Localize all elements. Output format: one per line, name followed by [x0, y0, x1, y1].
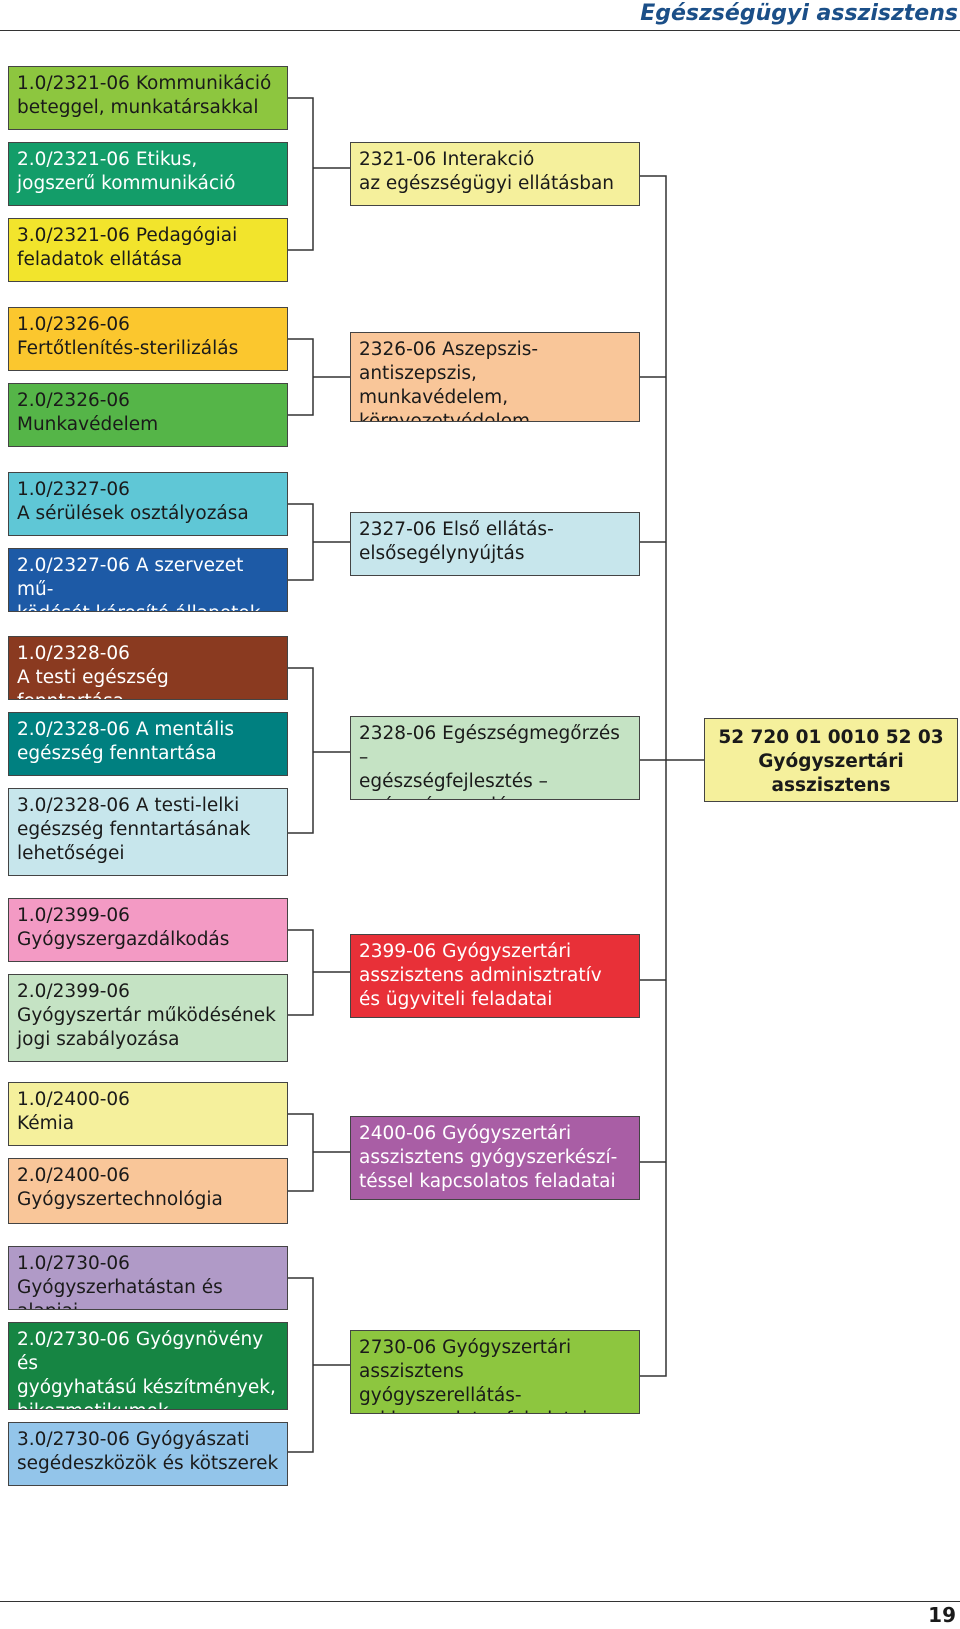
unit-label: 2328-06 Egészségmegőrzés – egészségfejle…	[359, 723, 620, 799]
module-label: 3.0/2321-06 Pedagógiai feladatok ellátás…	[17, 225, 238, 270]
module-label: 3.0/2328-06 A testi-lelki egészség fennt…	[17, 795, 251, 864]
module-label: 1.0/2321-06 Kommunikáció beteggel, munka…	[17, 73, 272, 118]
module-label: 2.0/2400-06 Gyógyszertechnológia	[17, 1165, 223, 1210]
module-label: 1.0/2327-06 A sérülések osztályozása	[17, 479, 249, 524]
module-label: 1.0/2730-06 Gyógyszerhatástan és alapjai	[17, 1253, 223, 1309]
footer-rule	[0, 1601, 960, 1602]
module-label: 2.0/2328-06 A mentális egészség fenntart…	[17, 719, 235, 764]
module-label: 2.0/2730-06 Gyógynövény és gyógyhatású k…	[17, 1329, 276, 1409]
module-label: 2.0/2327-06 A szervezet mű- ködését káro…	[17, 555, 260, 611]
unit-label: 2327-06 Első ellátás- elsősegélynyújtás	[359, 519, 554, 564]
module-label: 2.0/2399-06 Gyógyszertár működésének jog…	[17, 981, 276, 1050]
unit-label: 2400-06 Gyógyszertári asszisztens gyógys…	[359, 1123, 618, 1192]
unit-box: 2400-06 Gyógyszertári asszisztens gyógys…	[350, 1116, 640, 1200]
module-label: 1.0/2326-06 Fertőtlenítés-sterilizálás	[17, 314, 239, 359]
unit-label: 2321-06 Interakció az egészségügyi ellát…	[359, 149, 615, 194]
page-header-title: Egészségügyi asszisztens	[640, 1, 958, 26]
module-box: 2.0/2321-06 Etikus, jogszerű kommunikáci…	[8, 142, 288, 206]
module-box: 2.0/2400-06 Gyógyszertechnológia	[8, 1158, 288, 1224]
unit-box: 2399-06 Gyógyszertári asszisztens admini…	[350, 934, 640, 1018]
module-label: 2.0/2326-06 Munkavédelem	[17, 390, 159, 435]
module-box: 1.0/2326-06 Fertőtlenítés-sterilizálás	[8, 307, 288, 371]
connector-units-trunk	[640, 175, 667, 1377]
module-box: 1.0/2328-06 A testi egészség fenntartása	[8, 636, 288, 700]
module-box: 3.0/2730-06 Gyógyászati segédeszközök és…	[8, 1422, 288, 1486]
unit-box: 2328-06 Egészségmegőrzés – egészségfejle…	[350, 716, 640, 800]
module-box: 1.0/2327-06 A sérülések osztályozása	[8, 472, 288, 536]
module-box: 1.0/2399-06 Gyógyszergazdálkodás	[8, 898, 288, 962]
qualification-label: 52 720 01 0010 52 03 Gyógyszertári asszi…	[718, 727, 944, 796]
unit-box: 2321-06 Interakció az egészségügyi ellát…	[350, 142, 640, 206]
unit-box: 2327-06 Első ellátás- elsősegélynyújtás	[350, 512, 640, 576]
module-label: 1.0/2400-06 Kémia	[17, 1089, 130, 1134]
unit-box: 2326-06 Aszepszis- antiszepszis, munkavé…	[350, 332, 640, 422]
unit-label: 2730-06 Gyógyszertári asszisztens gyógys…	[359, 1337, 587, 1413]
module-label: 3.0/2730-06 Gyógyászati segédeszközök és…	[17, 1429, 279, 1474]
module-box: 2.0/2399-06 Gyógyszertár működésének jog…	[8, 974, 288, 1062]
module-box: 3.0/2328-06 A testi-lelki egészség fennt…	[8, 788, 288, 876]
module-label: 1.0/2328-06 A testi egészség fenntartása	[17, 643, 169, 699]
unit-box: 2730-06 Gyógyszertári asszisztens gyógys…	[350, 1330, 640, 1414]
module-box: 3.0/2321-06 Pedagógiai feladatok ellátás…	[8, 218, 288, 282]
unit-label: 2326-06 Aszepszis- antiszepszis, munkavé…	[359, 339, 539, 422]
module-box: 1.0/2400-06 Kémia	[8, 1082, 288, 1146]
module-box: 1.0/2321-06 Kommunikáció beteggel, munka…	[8, 66, 288, 130]
qualification-box: 52 720 01 0010 52 03 Gyógyszertári asszi…	[704, 718, 958, 802]
module-box: 2.0/2730-06 Gyógynövény és gyógyhatású k…	[8, 1322, 288, 1410]
connector-group-2328	[278, 667, 314, 834]
connector-group-2321	[278, 97, 314, 251]
module-box: 2.0/2328-06 A mentális egészség fenntart…	[8, 712, 288, 776]
module-box: 2.0/2327-06 A szervezet mű- ködését káro…	[8, 548, 288, 612]
header-rule	[0, 30, 960, 31]
module-label: 2.0/2321-06 Etikus, jogszerű kommunikáci…	[17, 149, 236, 194]
page-number: 19	[928, 1603, 956, 1627]
module-box: 1.0/2730-06 Gyógyszerhatástan és alapjai	[8, 1246, 288, 1310]
module-label: 1.0/2399-06 Gyógyszergazdálkodás	[17, 905, 230, 950]
unit-label: 2399-06 Gyógyszertári asszisztens admini…	[359, 941, 602, 1010]
module-box: 2.0/2326-06 Munkavédelem	[8, 383, 288, 447]
